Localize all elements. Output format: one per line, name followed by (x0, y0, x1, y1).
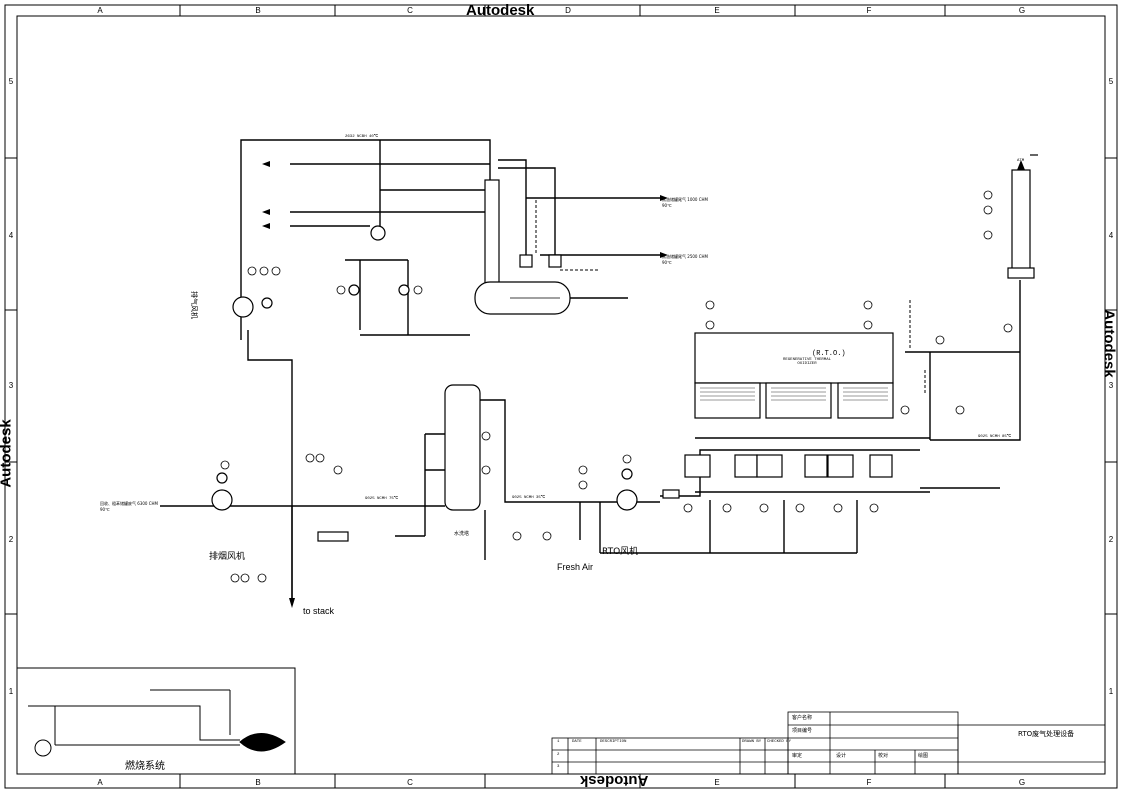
title-block (551, 711, 1106, 775)
designed-label: 设计 (836, 753, 847, 759)
equipment (211, 154, 1038, 542)
rto-fan-label: RTO风机 (602, 547, 639, 557)
drawing-title: RTO废气处理设备 (1018, 730, 1075, 738)
watermark-left: Autodesk (0, 419, 15, 488)
rev-header-description: DESCRIPTION (600, 740, 627, 744)
exhaust-fan-label: 排烟风机 (209, 552, 246, 562)
svg-text:G: G (1019, 778, 1025, 787)
exhaust-fan (211, 489, 233, 511)
col-label-c: C (407, 6, 413, 15)
rto-bed-hatch (700, 387, 888, 401)
svg-text:4: 4 (9, 231, 14, 240)
cooler (370, 225, 386, 241)
svg-text:A: A (97, 778, 103, 787)
rto-fan (616, 489, 638, 511)
svg-text:4: 4 (1109, 231, 1114, 240)
inlet-label: 回收、粗苯储罐废气 6300 CHM 90℃ (100, 501, 158, 512)
rto-chamber (694, 332, 894, 384)
rev-row-1: 1 (557, 740, 560, 744)
svg-text:2: 2 (9, 535, 14, 544)
svg-text:3: 3 (1109, 381, 1114, 390)
svg-text:C: C (407, 778, 413, 787)
svg-text:5: 5 (1109, 77, 1114, 86)
col-label-d: D (565, 6, 571, 15)
flow-rto-out-label: 9025 NCMH 85℃ (978, 435, 1012, 439)
rto-label: (R.T.O.) (812, 350, 846, 358)
fan-vertical-label: 排气风机 (190, 291, 198, 319)
flow-top-label: 2632 NCBH 40℃ (345, 135, 379, 139)
svg-text:5: 5 (9, 77, 14, 86)
rto-bed-1 (694, 382, 761, 419)
col-label-b: B (255, 6, 260, 15)
instrument-bubbles (220, 190, 1013, 583)
rto-sub-label: REGENERATIVE THERMAL OXIDIZER (782, 358, 831, 366)
svg-text:1: 1 (9, 687, 14, 696)
absorber-column (484, 179, 500, 291)
checked-label: 校对 (878, 753, 889, 759)
col-label-a: A (97, 6, 103, 15)
project-no-label: 项目编号 (792, 728, 813, 734)
exhaust-fan-top (232, 296, 254, 318)
flow-arrows (262, 160, 1025, 608)
rev-row-3: 3 (557, 765, 560, 769)
col-label-f: F (867, 6, 872, 15)
rev-header-date: DATE (572, 740, 582, 744)
approved-label: 审定 (792, 753, 803, 759)
watermark-top: Autodesk (466, 2, 535, 19)
svg-text:F: F (867, 778, 872, 787)
signal-lines (535, 200, 926, 395)
svg-text:3: 3 (9, 381, 14, 390)
svg-text:E: E (714, 778, 719, 787)
col-label-e: E (714, 6, 719, 15)
burner-system-label: 燃烧系统 (125, 761, 165, 772)
rto-bed-3 (837, 382, 894, 419)
grid-labels: A B C D E F G A B C E F G 5 4 3 2 1 5 4 3 2 1 (9, 6, 1114, 787)
customer-label: 客户名称 (792, 715, 813, 721)
flow-tank2-label: 焦油储罐尾气 2500 CHM 90℃ (662, 254, 708, 265)
drawn-label: 绘图 (918, 753, 929, 759)
process-piping (160, 139, 1021, 600)
atm-label: ATM (1017, 159, 1025, 163)
watermark-right: Autodesk (1100, 309, 1118, 378)
flow-scrubber-out-label: 9025 NCMH 35℃ (512, 496, 546, 500)
fresh-air-label: Fresh Air (557, 562, 594, 572)
rev-header-drawn: DRAWN BY (742, 740, 762, 744)
svg-text:B: B (255, 778, 260, 787)
to-stack-label: to stack (303, 606, 335, 616)
rev-row-2: 2 (557, 753, 560, 757)
scrubber-tower (444, 384, 481, 511)
drawing-frame (4, 4, 1118, 789)
watermark-bottom: Autodesk (580, 772, 649, 789)
burner-system-box (16, 667, 296, 775)
col-label-g: G (1019, 6, 1025, 15)
flow-tank1-label: 焦油储罐尾气 1000 CHM 90℃ (662, 197, 708, 208)
flow-mid-label: 9025 NCMH 75℃ (365, 497, 399, 501)
rev-header-checked: CHECKED BY (767, 740, 792, 744)
svg-text:1: 1 (1109, 687, 1114, 696)
scrubber-label: 水洗塔 (454, 531, 470, 537)
svg-text:2: 2 (1109, 535, 1114, 544)
rto-bed-2 (765, 382, 832, 419)
stack (1011, 169, 1031, 271)
